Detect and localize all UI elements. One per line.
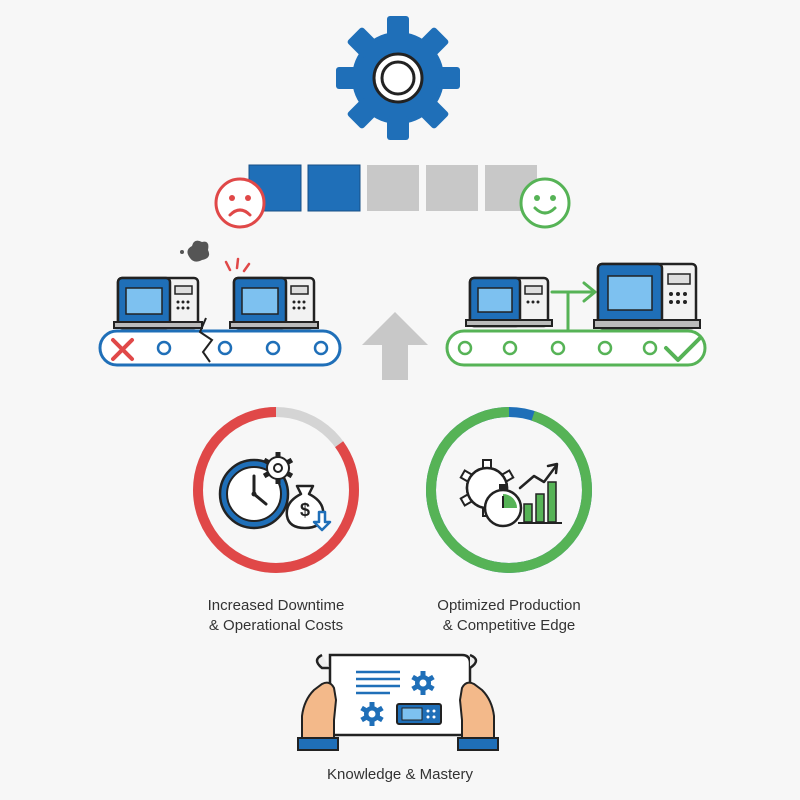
- machine-icon-right-1: [465, 276, 553, 328]
- conveyor-right: [445, 329, 707, 367]
- gauge-left: [193, 407, 359, 573]
- error-x-icon: [111, 338, 134, 361]
- downtime-caption-line2: & Operational Costs: [208, 617, 344, 634]
- knowledge-caption: Knowledge & Mastery: [280, 765, 520, 785]
- gauge-left-fill: [193, 407, 359, 573]
- gauge-right: [426, 407, 592, 573]
- downtime-caption: Increased Downtime & Operational Costs: [156, 596, 396, 636]
- check-icon: [664, 336, 702, 362]
- spark-icon: [224, 257, 251, 273]
- knowledge-caption-text: Knowledge & Mastery: [327, 766, 473, 783]
- machine-icon-left-1: [113, 276, 203, 330]
- up-arrow-icon: [362, 312, 428, 380]
- gear-icon: [336, 16, 460, 140]
- machine-icon-right-2: [593, 262, 701, 330]
- small-gear-icon: [262, 452, 294, 484]
- optimized-caption-line1: Optimized Production: [437, 597, 581, 614]
- smoke-icon: [180, 240, 210, 262]
- svg-text:$: $: [300, 500, 310, 520]
- machine-icon-left-2: [229, 276, 319, 330]
- flow-arrow-icon: [550, 281, 597, 334]
- optimized-caption-line2: & Competitive Edge: [442, 617, 576, 634]
- gauge-right-fill: [426, 407, 592, 573]
- progress-bar: [248, 164, 537, 212]
- blueprint-icon: [315, 653, 478, 737]
- sad-face-icon: [214, 177, 266, 229]
- progress-segment-3: [367, 165, 419, 211]
- bar-chart-icon: [518, 462, 562, 524]
- downtime-caption-line1: Increased Downtime: [207, 597, 345, 614]
- money-bag-icon: $: [285, 484, 325, 530]
- hand-left-icon: [297, 681, 339, 751]
- stopwatch-icon: [483, 484, 523, 528]
- smile-face-icon: [519, 177, 571, 229]
- conveyor-left: [98, 317, 342, 367]
- optimized-caption: Optimized Production & Competitive Edge: [389, 596, 629, 636]
- hand-right-icon: [457, 681, 499, 751]
- progress-segment-4: [426, 165, 478, 211]
- down-arrow-icon: [312, 510, 332, 532]
- progress-segment-2: [307, 164, 361, 212]
